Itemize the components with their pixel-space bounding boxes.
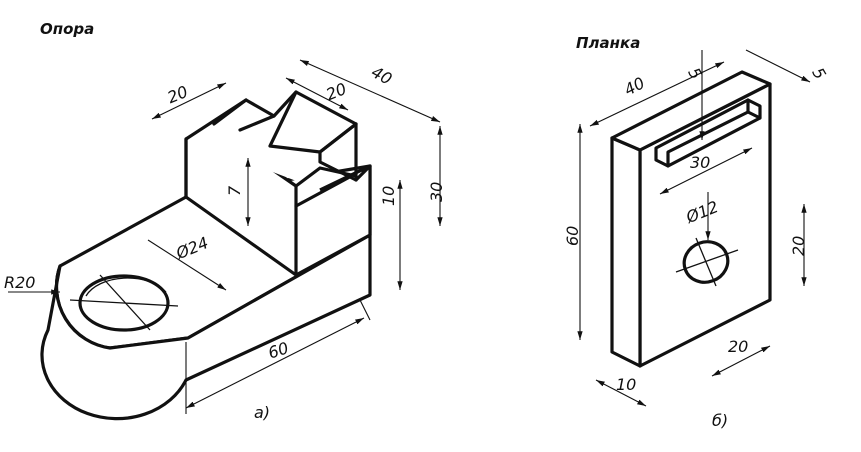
part-a-caption: а) [254, 403, 270, 422]
dim-total-height: 30 [427, 182, 446, 202]
plate-hole-centerline-v [695, 237, 717, 287]
ext-line-length-right [359, 299, 371, 321]
hole-centerline-h [69, 299, 179, 307]
plate-side-face [610, 136, 642, 368]
dim-line-depth [299, 59, 441, 123]
dim-line-slot-gap [745, 49, 811, 83]
block-edges [184, 90, 358, 277]
hole-inner-edge [85, 277, 167, 297]
dim-line-length [185, 317, 365, 409]
dim-hole-height: 20 [789, 236, 808, 256]
part-a-title: Опора [40, 20, 94, 38]
base-plate-front [40, 233, 372, 421]
dim-line-hole-diameter [147, 239, 227, 291]
dim-base-height: 10 [379, 186, 398, 206]
dim-radius: R20 [4, 273, 35, 292]
plate-hole-centerline-h [675, 249, 739, 273]
part-a-support: Опора 20 20 40 30 10 7 Ø24 R20 60 а) [4, 20, 446, 422]
dim-plate-height: 60 [563, 226, 582, 246]
dim-line-hole-offset [711, 345, 771, 377]
dim-line-slot-width [151, 82, 227, 120]
dim-line-slot-length [659, 147, 753, 195]
part-b-plate: Планка 40 5 5 30 60 Ø12 20 20 10 б) [563, 34, 830, 430]
dim-step-height: 7 [225, 185, 244, 196]
dim-line-thickness [595, 379, 647, 407]
dim-block-top-width: 20 [323, 79, 349, 104]
dim-slot-width: 20 [165, 82, 191, 107]
hole-centerline-v [99, 274, 151, 331]
part-b-title: Планка [576, 34, 640, 52]
dim-plate-width: 40 [621, 73, 648, 99]
dim-depth: 40 [368, 62, 395, 88]
dim-hole-offset: 20 [728, 337, 748, 356]
dim-slot-gap: 5 [808, 64, 830, 82]
dim-slot-length: 30 [690, 153, 710, 172]
dim-thickness: 10 [616, 375, 636, 394]
part-b-caption: б) [712, 411, 728, 430]
